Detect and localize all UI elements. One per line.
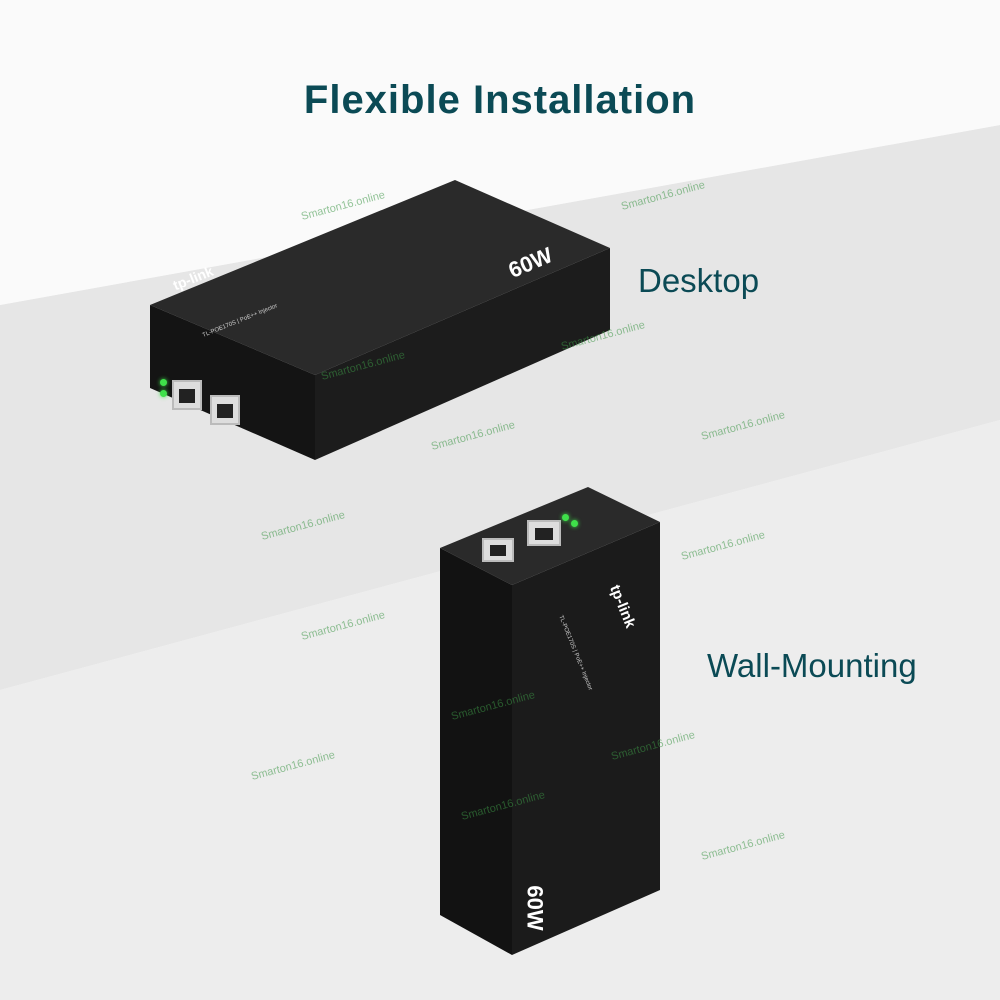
desktop-led-poe (160, 390, 167, 397)
wall-led-ac (562, 514, 569, 521)
wall-power-rating: 60W (522, 885, 548, 931)
desktop-port-poe (172, 380, 202, 410)
wall-port-data (482, 538, 514, 562)
desktop-led-ac (160, 379, 167, 386)
wall-port-poe (527, 520, 561, 546)
desktop-label: Desktop (638, 262, 760, 299)
wall-mounting-label: Wall-Mounting (707, 647, 917, 684)
desktop-port-data (210, 395, 240, 425)
page-title: Flexible Installation (303, 78, 697, 122)
wall-led-poe (571, 520, 578, 527)
